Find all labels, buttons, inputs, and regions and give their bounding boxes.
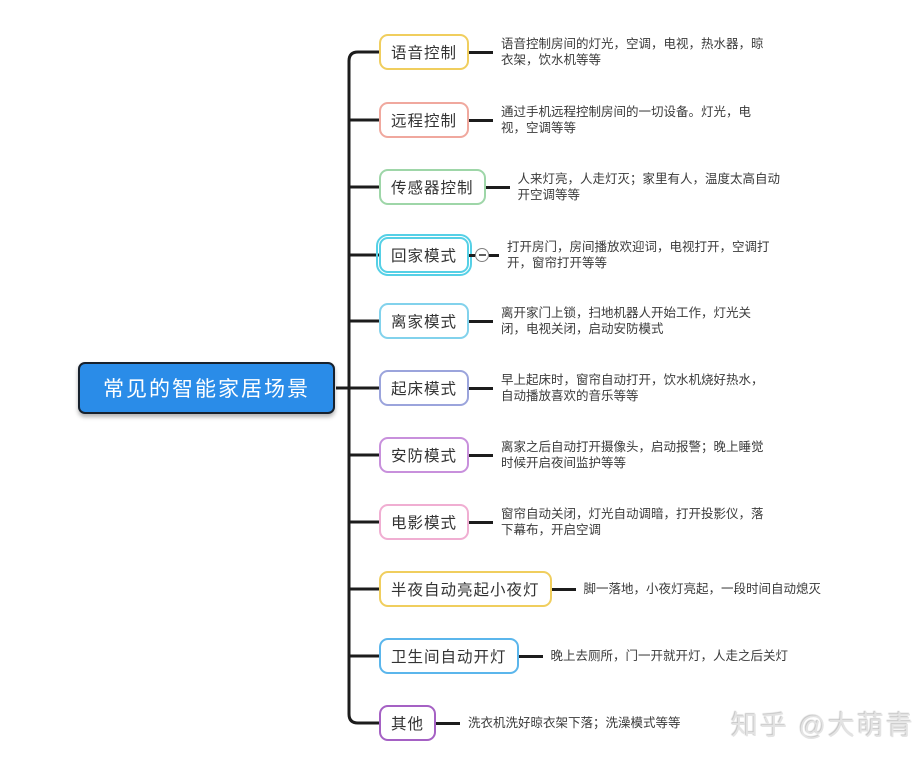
branch-connector-line bbox=[469, 319, 494, 323]
branch-description[interactable]: 窗帘自动关闭，灯光自动调暗，打开投影仪，落下幕布，开启空调 bbox=[501, 507, 764, 537]
root-node[interactable]: 常见的智能家居场景 bbox=[78, 362, 335, 414]
branch-node-label: 回家模式 bbox=[391, 248, 458, 265]
branch-node-label: 语音控制 bbox=[391, 45, 458, 62]
branch-row: 远程控制 通过手机远程控制房间的一切设备。灯光，电视，空调等等 bbox=[379, 102, 753, 138]
branch-node-label: 其他 bbox=[391, 716, 425, 733]
branch-row: 语音控制 语音控制房间的灯光，空调，电视，热水器，晾衣架，饮水机等等 bbox=[379, 34, 765, 70]
watermark: 知乎 @大萌青 bbox=[731, 711, 915, 741]
branch-connector-line bbox=[436, 721, 461, 725]
branch-description[interactable]: 晚上去厕所，门一开就开灯，人走之后关灯 bbox=[550, 649, 789, 663]
branch-node-label: 起床模式 bbox=[391, 381, 458, 398]
branch-node[interactable]: 安防模式 bbox=[379, 437, 470, 473]
branch-node[interactable]: 远程控制 bbox=[379, 102, 470, 138]
branch-connector-line bbox=[469, 118, 494, 122]
branch-row: 安防模式 离家之后自动打开摄像头，启动报警；晚上睡觉时候开启夜间监护等等 bbox=[379, 437, 765, 473]
branch-node-label: 电影模式 bbox=[391, 515, 458, 532]
branch-description[interactable]: 离家之后自动打开摄像头，启动报警；晚上睡觉时候开启夜间监护等等 bbox=[501, 440, 764, 470]
branch-connector-line bbox=[469, 253, 476, 257]
branch-node[interactable]: 半夜自动亮起小夜灯 bbox=[379, 571, 552, 607]
branch-connector-line bbox=[469, 453, 494, 457]
root-node-label: 常见的智能家居场景 bbox=[103, 378, 310, 401]
branch-node[interactable]: 其他 bbox=[379, 705, 437, 741]
branch-node[interactable]: 语音控制 bbox=[379, 34, 470, 70]
branch-connector-line bbox=[469, 386, 494, 390]
branch-row: 其他 洗衣机洗好晾衣架下落；洗澡模式等等 bbox=[379, 705, 681, 741]
branch-description[interactable]: 离开家门上锁，扫地机器人开始工作，灯光关闭，电视关闭，启动安防模式 bbox=[501, 306, 752, 336]
branch-node[interactable]: 回家模式 bbox=[375, 234, 473, 276]
collapse-toggle-icon[interactable] bbox=[475, 248, 490, 262]
branch-node[interactable]: 起床模式 bbox=[379, 370, 470, 406]
minus-icon bbox=[478, 254, 486, 256]
branch-row: 离家模式 离开家门上锁，扫地机器人开始工作，灯光关闭，电视关闭，启动安防模式 bbox=[379, 303, 753, 339]
branch-node-label: 卫生间自动开灯 bbox=[391, 649, 507, 666]
branch-node-label: 半夜自动亮起小夜灯 bbox=[391, 582, 540, 599]
branch-row: 传感器控制 人来灯亮，人走灯灭；家里有人，温度太高自动开空调等等 bbox=[379, 169, 782, 205]
branch-description[interactable]: 打开房门，房间播放欢迎词，电视打开，空调打开，窗帘打开等等 bbox=[507, 240, 770, 270]
branch-description[interactable]: 通过手机远程控制房间的一切设备。灯光，电视，空调等等 bbox=[501, 105, 752, 135]
branch-description[interactable]: 早上起床时，窗帘自动打开，饮水机烧好热水，自动播放喜欢的音乐等等 bbox=[501, 373, 764, 403]
branch-node[interactable]: 离家模式 bbox=[379, 303, 470, 339]
branch-node[interactable]: 卫生间自动开灯 bbox=[379, 638, 519, 674]
branch-connector-line bbox=[485, 185, 510, 189]
branch-connector-line bbox=[489, 253, 500, 257]
branch-connector-line bbox=[551, 587, 576, 591]
branch-description[interactable]: 人来灯亮，人走灯灭；家里有人，温度太高自动开空调等等 bbox=[517, 172, 781, 202]
branch-row: 起床模式 早上起床时，窗帘自动打开，饮水机烧好热水，自动播放喜欢的音乐等等 bbox=[379, 370, 767, 406]
branch-node-label: 传感器控制 bbox=[391, 180, 474, 197]
branch-row: 电影模式 窗帘自动关闭，灯光自动调暗，打开投影仪，落下幕布，开启空调 bbox=[379, 504, 765, 540]
branch-row: 回家模式 打开房门，房间播放欢迎词，电视打开，空调打开，窗帘打开等等 bbox=[375, 234, 771, 276]
branch-description[interactable]: 脚一落地，小夜灯亮起，一段时间自动熄灭 bbox=[583, 582, 822, 596]
branch-row: 半夜自动亮起小夜灯 脚一落地，小夜灯亮起，一段时间自动熄灭 bbox=[379, 571, 821, 607]
branch-node[interactable]: 电影模式 bbox=[379, 504, 470, 540]
branch-description[interactable]: 语音控制房间的灯光，空调，电视，热水器，晾衣架，饮水机等等 bbox=[501, 37, 764, 67]
branch-node-label: 离家模式 bbox=[391, 314, 458, 331]
branch-description[interactable]: 洗衣机洗好晾衣架下落；洗澡模式等等 bbox=[468, 716, 681, 730]
branch-node-label: 安防模式 bbox=[391, 448, 458, 465]
branch-connector-line bbox=[469, 50, 494, 54]
branch-node-label: 远程控制 bbox=[391, 113, 458, 130]
branch-row: 卫生间自动开灯 晚上去厕所，门一开就开灯，人走之后关灯 bbox=[379, 638, 788, 674]
branch-connector-line bbox=[518, 654, 543, 658]
branch-node[interactable]: 传感器控制 bbox=[379, 169, 486, 205]
branch-connector-line bbox=[469, 520, 494, 524]
